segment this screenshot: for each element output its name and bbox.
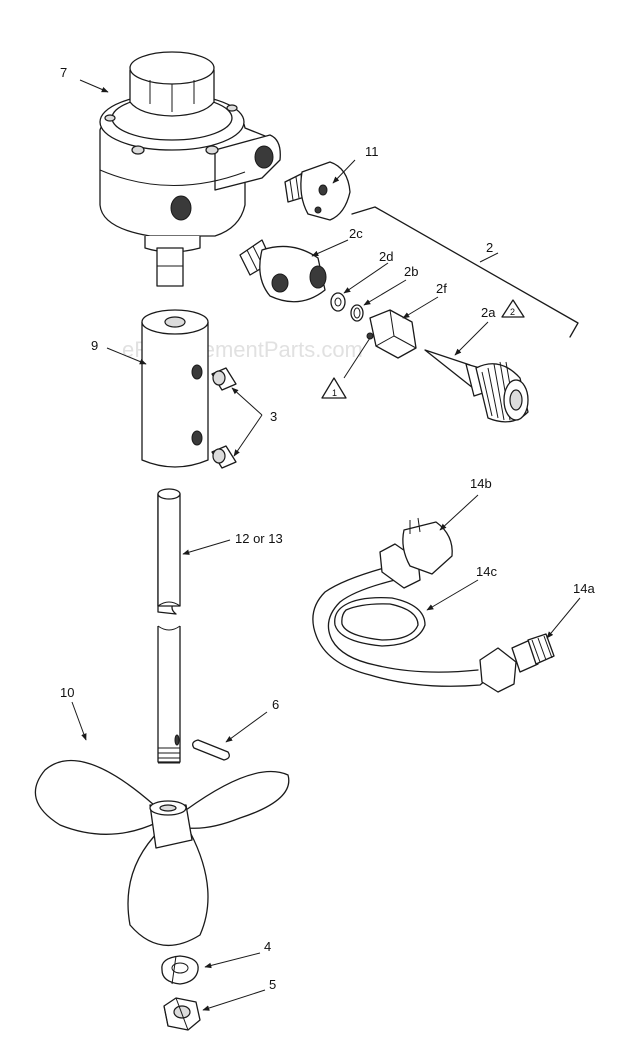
- note-2-text: 2: [510, 307, 515, 317]
- label-2d: 2d: [379, 249, 393, 264]
- label-2: 2: [486, 240, 493, 255]
- label-14c: 14c: [476, 564, 497, 579]
- oring-part-2b: [350, 304, 364, 322]
- label-2f: 2f: [436, 281, 447, 296]
- label-3: 3: [270, 409, 277, 424]
- label-11: 11: [365, 144, 379, 159]
- plug-part-11: [284, 161, 351, 221]
- label-4: 4: [264, 939, 271, 954]
- label-2a: 2a: [481, 305, 496, 320]
- nut-part-5: [163, 997, 201, 1031]
- coupler-part-9: [141, 309, 209, 468]
- shaft-part-12-13: [157, 488, 181, 764]
- washer-part-2d: [330, 292, 346, 312]
- air-motor-part-7: [99, 51, 281, 287]
- tube-assembly-part-14: [312, 517, 555, 693]
- label-7: 7: [60, 65, 67, 80]
- lock-washer-part-4: [161, 955, 199, 985]
- label-5: 5: [269, 977, 276, 992]
- note-triangle-1: 1: [321, 377, 347, 399]
- label-9: 9: [91, 338, 98, 353]
- leader-lines: [71, 79, 581, 1011]
- group-bracket-part-2: [351, 206, 579, 338]
- pin-part-6: [192, 739, 230, 761]
- set-screws-part-3: [211, 367, 237, 469]
- label-14a: 14a: [573, 581, 595, 596]
- note-1-text: 1: [332, 388, 337, 398]
- label-10: 10: [60, 685, 74, 700]
- label-2c: 2c: [349, 226, 363, 241]
- tee-fitting-part-2c: [239, 239, 327, 303]
- needle-valve-part-2a: [424, 349, 529, 423]
- label-12-or-13: 12 or 13: [235, 531, 283, 546]
- label-6: 6: [272, 697, 279, 712]
- label-2b: 2b: [404, 264, 418, 279]
- nut-part-2f: [366, 309, 417, 359]
- label-14b: 14b: [470, 476, 492, 491]
- propeller-part-10: [34, 759, 290, 947]
- note-triangle-2: 2: [501, 299, 525, 318]
